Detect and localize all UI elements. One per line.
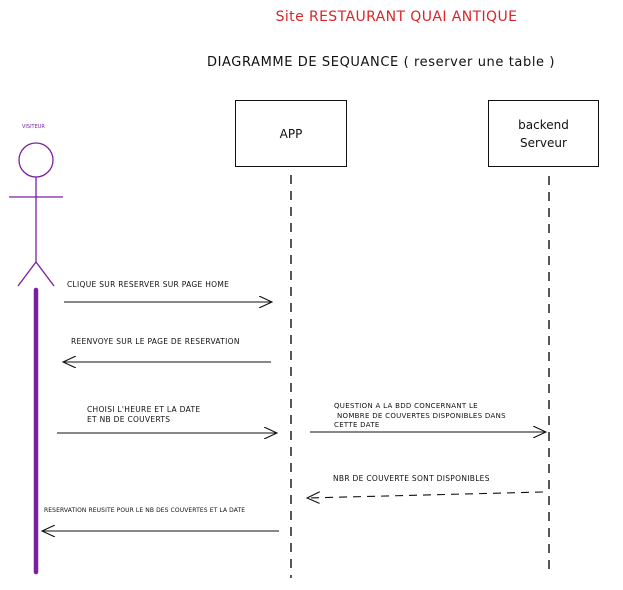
message-label-5: NBR DE COUVERTE SONT DISPONIBLES [333, 474, 490, 483]
participant-app: APP [235, 100, 347, 167]
message-label-6: RESERVATION REUSITE POUR LE NB DES COUVE… [44, 507, 246, 514]
diagram-title: Site RESTAURANT QUAI ANTIQUE [275, 9, 518, 25]
diagram-subtitle: DIAGRAMME DE SEQUANCE ( reserver une tab… [207, 55, 556, 70]
message-label-3-line1: CHOISI L'HEURE ET LA DATE [87, 405, 201, 414]
actor-label: VISITEUR [22, 124, 45, 130]
actor-head [18, 142, 54, 178]
message-label-1: CLIQUE SUR RESERVER SUR PAGE HOME [67, 280, 230, 289]
actor-figure [9, 142, 63, 287]
message-label-2: REENVOYE SUR LE PAGE DE RESERVATION [71, 337, 240, 346]
message-label-4-line2: NOMBRE DE COUVERTES DISPONIBLES DANS [337, 411, 506, 420]
message-label-3: CHOISI L'HEURE ET LA DATE ET NB DE COUVE… [87, 405, 200, 425]
message-label-4: QUESTION A LA BDD CONCERNANT LE NOMBRE D… [334, 402, 506, 431]
message-label-4-line3: CETTE DATE [334, 421, 380, 429]
participant-server-label: backend Serveur [518, 116, 569, 152]
actor-left-leg [17, 261, 37, 287]
participant-app-label: APP [279, 126, 303, 141]
actor-right-leg [35, 261, 55, 287]
message-arrow-5 [307, 491, 544, 498]
participant-server-label-line1: backend [518, 117, 569, 132]
message-label-3-line2: ET NB DE COUVERTS [87, 415, 171, 424]
message-label-4-line1: QUESTION A LA BDD CONCERNANT LE [334, 402, 478, 410]
participant-server-label-line2: Serveur [520, 135, 567, 150]
participant-server: backend Serveur [488, 100, 599, 167]
